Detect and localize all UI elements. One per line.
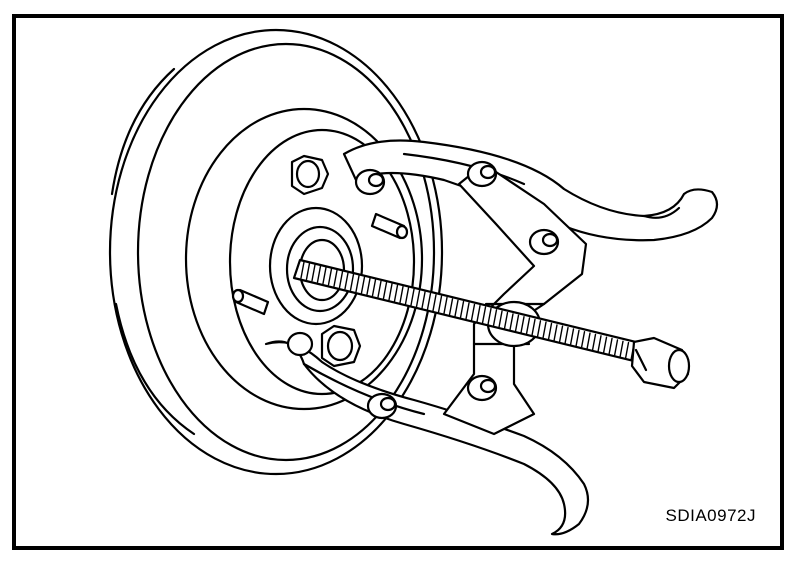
yoke-bolt xyxy=(368,394,396,418)
screw-hex-head xyxy=(632,338,689,388)
puller-illustration xyxy=(16,18,780,546)
lug-nut xyxy=(322,326,360,366)
wheel-stud xyxy=(233,290,268,314)
wheel-stud xyxy=(372,214,407,238)
figure-frame: SDIA0972J xyxy=(12,14,784,550)
arm-bolt xyxy=(288,333,312,355)
puller-arm-lower xyxy=(266,342,588,535)
lug-nut xyxy=(292,156,328,194)
yoke-bolt xyxy=(468,376,496,400)
arm-bolt xyxy=(356,170,384,194)
yoke-bolt xyxy=(530,230,558,254)
yoke-bolt xyxy=(468,162,496,186)
figure-code: SDIA0972J xyxy=(665,506,756,525)
